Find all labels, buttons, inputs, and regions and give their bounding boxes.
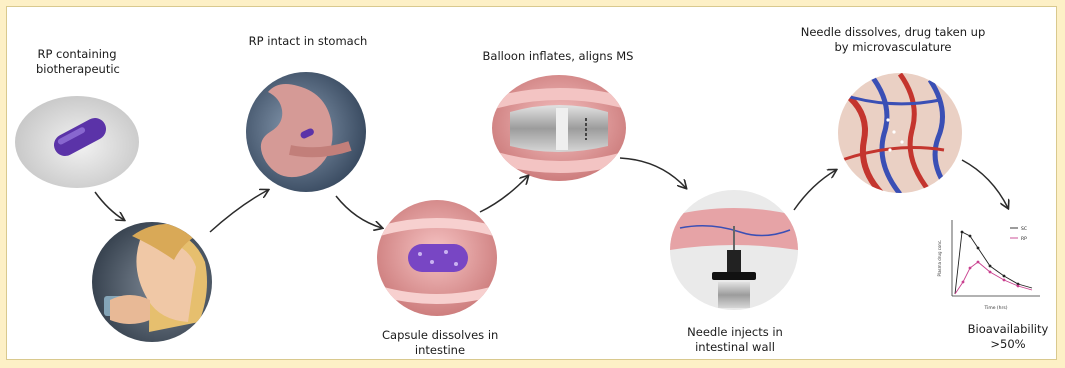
needle-injection-image	[668, 188, 800, 312]
arrow-7	[962, 160, 1008, 208]
arrow-3	[336, 196, 382, 228]
arrow-4	[480, 176, 528, 212]
rp-series-points	[962, 261, 1020, 288]
label-inject-line1: Needle injects in	[680, 325, 790, 340]
label-dissolve-line2: by microvasculature	[778, 40, 1008, 55]
label-bio-line2: >50%	[962, 337, 1054, 352]
stomach-image	[240, 70, 370, 200]
legend-sc: SC	[1021, 226, 1027, 232]
graph-ylabel: Plasma drug conc.	[937, 240, 942, 277]
label-balloon: Balloon inflates, aligns MS	[462, 49, 654, 64]
balloon-image	[488, 72, 630, 184]
graph-xlabel: Time (hrs)	[983, 305, 1007, 311]
woman-swallowing-image	[90, 220, 220, 350]
label-stomach: RP intact in stomach	[238, 34, 378, 49]
arrow-2	[210, 190, 268, 232]
legend-rp: RP	[1021, 236, 1027, 242]
label-rp-line1: RP containing	[36, 47, 118, 62]
label-needle-dissolves: Needle dissolves, drug taken up by micro…	[778, 25, 1008, 55]
sc-series-points	[961, 231, 1020, 286]
label-rp-containing: RP containing biotherapeutic	[36, 47, 118, 77]
label-rp-line2: biotherapeutic	[36, 62, 118, 77]
label-capsule: Capsule dissolves in intestine	[382, 328, 498, 358]
rp-pill-image	[10, 90, 150, 200]
arrow-1	[95, 192, 124, 220]
capsule-in-intestine-image	[372, 196, 502, 320]
label-capsule-line1: Capsule dissolves in	[382, 328, 498, 343]
label-bio-line1: Bioavailability	[962, 322, 1054, 337]
microvasculature-image	[836, 72, 964, 196]
label-dissolve-line1: Needle dissolves, drug taken up	[778, 25, 1008, 40]
arrow-6	[794, 170, 836, 210]
label-capsule-line2: intestine	[382, 343, 498, 358]
pk-graph: Plasma drug conc. Time (hrs) SC RP	[937, 220, 1040, 311]
label-inject-line2: intestinal wall	[680, 340, 790, 355]
rp-series-line	[955, 262, 1032, 294]
label-bioavailability: Bioavailability >50%	[962, 322, 1054, 352]
arrow-5	[620, 158, 686, 188]
label-needle-injects: Needle injects in intestinal wall	[680, 325, 790, 355]
